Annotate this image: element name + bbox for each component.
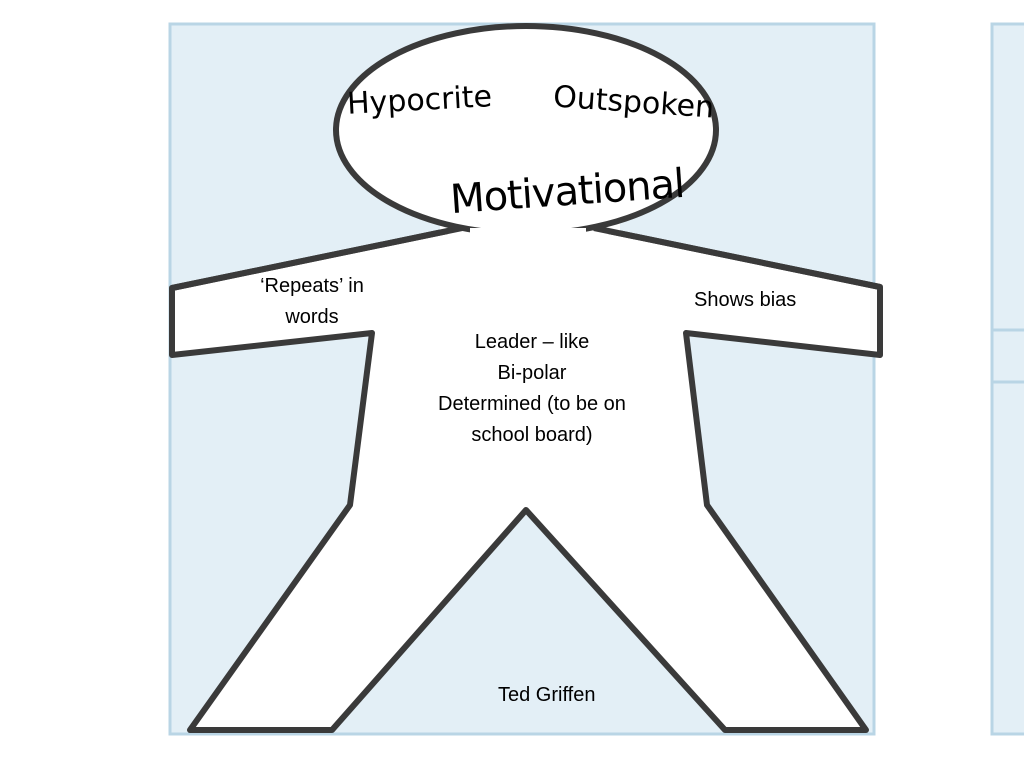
head-word-hypocrite: Hypocrite [346,79,493,122]
body-line-3: Determined (to be on [438,393,626,415]
left-arm-line-2: words [285,306,339,328]
left-arm-line-1: ‘Repeats’ in [260,275,364,297]
neck-right [593,225,881,290]
neck-left [171,225,463,291]
body-outline [169,225,883,733]
right-panel [990,22,1024,736]
body-text: Leader – like Bi-polar Determined (to be… [392,327,672,451]
left-arm-text: ‘Repeats’ in words [232,271,392,333]
body-line-1: Leader – like [474,331,590,353]
right-arm-text: Shows bias [694,289,797,311]
person-name: Ted Griffen [498,684,596,706]
body-line-2: Bi-polar [497,362,567,384]
body-line-4: school board) [471,424,593,446]
